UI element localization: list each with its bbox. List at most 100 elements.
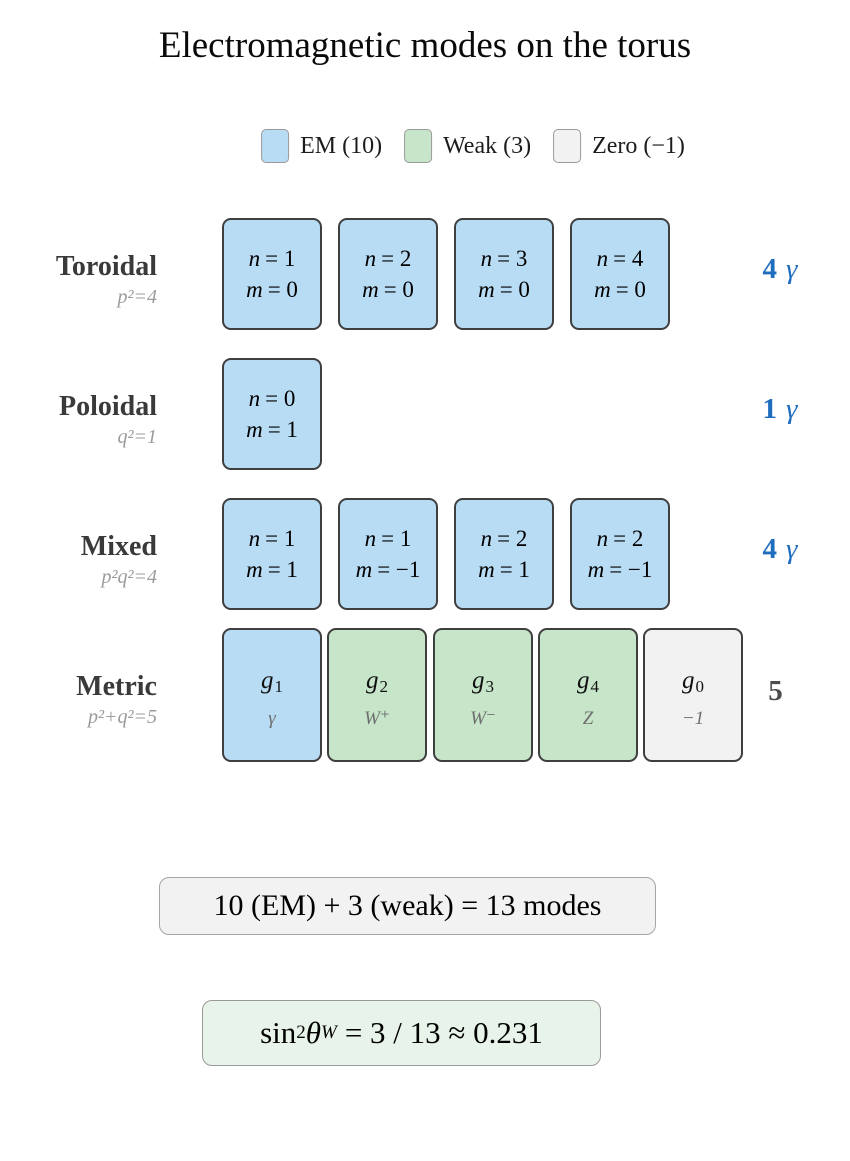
metric-box-g1: g1 γ bbox=[222, 628, 322, 762]
mode-var: n bbox=[364, 245, 377, 271]
mode-var: n bbox=[480, 245, 493, 271]
mode-value: = 4 bbox=[613, 245, 644, 271]
weinberg-value: = 3 / 13 ≈ 0.231 bbox=[344, 1015, 543, 1050]
coupling-index: 1 bbox=[274, 677, 284, 696]
legend-label-em: EM (10) bbox=[300, 132, 383, 159]
sin-function: sin bbox=[260, 1015, 297, 1050]
coupling-label: g4 bbox=[577, 667, 600, 696]
coupling-index: 3 bbox=[485, 677, 495, 696]
mode-var: n bbox=[248, 245, 261, 271]
gamma-symbol: γ bbox=[786, 393, 798, 425]
mode-value: = 3 bbox=[497, 245, 528, 271]
coupling-base: g bbox=[682, 667, 695, 694]
mode-value: = 0 bbox=[499, 277, 530, 302]
metric-box-g4: g4 Z bbox=[538, 628, 638, 762]
coupling-index: 2 bbox=[379, 677, 389, 696]
mode-count-summary: 10 (EM) + 3 (weak) = 13 modes bbox=[159, 877, 656, 935]
particle-label: W⁻ bbox=[470, 708, 496, 729]
mode-value: = 0 bbox=[267, 277, 298, 302]
mode-line: n= 2 bbox=[481, 523, 528, 554]
legend-item-zero: Zero (−1) bbox=[553, 129, 685, 163]
mode-line: m= −1 bbox=[356, 554, 421, 585]
row-formula-metric: p²+q²=5 bbox=[88, 705, 157, 728]
coupling-label: g1 bbox=[261, 667, 284, 696]
particle-label: Z bbox=[582, 708, 594, 729]
coupling-index: 4 bbox=[590, 677, 600, 696]
coupling-label: g3 bbox=[472, 667, 495, 696]
mode-var: n bbox=[480, 525, 493, 551]
mode-line: n= 1 bbox=[249, 243, 296, 274]
mode-value: = 1 bbox=[265, 245, 296, 271]
mode-line: n= 3 bbox=[481, 243, 528, 274]
row-label-poloidal: Poloidal q²=1 bbox=[0, 391, 158, 449]
legend-item-em: EM (10) bbox=[261, 129, 382, 163]
mode-line: m= 0 bbox=[594, 274, 646, 305]
row-formula-mixed: p²q²=4 bbox=[101, 565, 158, 588]
mode-value: = 2 bbox=[497, 525, 528, 551]
mode-box-toroidal-4: n= 4 m= 0 bbox=[570, 218, 670, 330]
photon-count: 4 bbox=[762, 253, 778, 285]
mode-value: = 1 bbox=[265, 525, 296, 551]
photon-count: 4 bbox=[762, 533, 778, 565]
mode-value: = 1 bbox=[499, 557, 530, 582]
row-formula-poloidal: q²=1 bbox=[117, 425, 158, 448]
mode-line: m= 0 bbox=[362, 274, 414, 305]
row-formula-toroidal: p²=4 bbox=[117, 285, 158, 308]
mode-value: = 1 bbox=[267, 557, 298, 582]
mode-line: m= 0 bbox=[478, 274, 530, 305]
row-label-mixed: Mixed p²q²=4 bbox=[0, 531, 158, 589]
mode-line: m= −1 bbox=[588, 554, 653, 585]
metric-box-g3: g3 W⁻ bbox=[433, 628, 533, 762]
coupling-label: g2 bbox=[366, 667, 389, 696]
particle-label: W⁺ bbox=[364, 708, 390, 729]
legend-label-zero: Zero (−1) bbox=[592, 132, 685, 159]
coupling-index: 0 bbox=[695, 677, 705, 696]
theta-symbol: θ bbox=[305, 1015, 321, 1050]
mode-box-mixed-1: n= 1 m= 1 bbox=[222, 498, 322, 610]
coupling-base: g bbox=[577, 667, 590, 694]
coupling-base: g bbox=[261, 667, 274, 694]
coupling-base: g bbox=[472, 667, 485, 694]
mode-box-toroidal-1: n= 1 m= 0 bbox=[222, 218, 322, 330]
legend-item-weak: Weak (3) bbox=[404, 129, 531, 163]
mode-line: n= 2 bbox=[365, 243, 412, 274]
particle-label: γ bbox=[268, 708, 276, 729]
mode-box-mixed-3: n= 2 m= 1 bbox=[454, 498, 554, 610]
row-name-poloidal: Poloidal bbox=[58, 391, 157, 422]
mode-value: = −1 bbox=[609, 557, 653, 582]
mode-var: n bbox=[596, 525, 609, 551]
mode-var: n bbox=[596, 245, 609, 271]
page-title: Electromagnetic modes on the torus bbox=[158, 25, 692, 66]
mode-line: m= 0 bbox=[246, 274, 298, 305]
row-name-mixed: Mixed bbox=[80, 531, 157, 562]
mode-var: n bbox=[248, 385, 261, 411]
mode-line: m= 1 bbox=[478, 554, 530, 585]
row-name-metric: Metric bbox=[76, 671, 157, 702]
mode-line: n= 2 bbox=[597, 523, 644, 554]
gamma-symbol: γ bbox=[786, 533, 798, 565]
metric-box-g2: g2 W⁺ bbox=[327, 628, 427, 762]
row-label-metric: Metric p²+q²=5 bbox=[0, 671, 157, 729]
mode-var: n bbox=[248, 525, 261, 551]
row-label-toroidal: Toroidal p²=4 bbox=[0, 251, 158, 309]
mode-var: m bbox=[587, 557, 605, 582]
mode-line: m= 1 bbox=[246, 554, 298, 585]
mode-line: n= 1 bbox=[365, 523, 412, 554]
metric-count: 5 bbox=[768, 675, 783, 707]
mode-value: = 0 bbox=[615, 277, 646, 302]
row-name-toroidal: Toroidal bbox=[55, 251, 157, 282]
weak-color-swatch bbox=[404, 129, 433, 163]
mode-value: = 0 bbox=[265, 385, 296, 411]
mode-var: m bbox=[478, 277, 495, 302]
particle-label: −1 bbox=[681, 708, 705, 729]
mode-line: n= 4 bbox=[597, 243, 644, 274]
mode-box-poloidal-1: n= 0 m= 1 bbox=[222, 358, 322, 470]
coupling-base: g bbox=[366, 667, 379, 694]
photon-count: 1 bbox=[762, 393, 778, 425]
mode-box-toroidal-2: n= 2 m= 0 bbox=[338, 218, 438, 330]
